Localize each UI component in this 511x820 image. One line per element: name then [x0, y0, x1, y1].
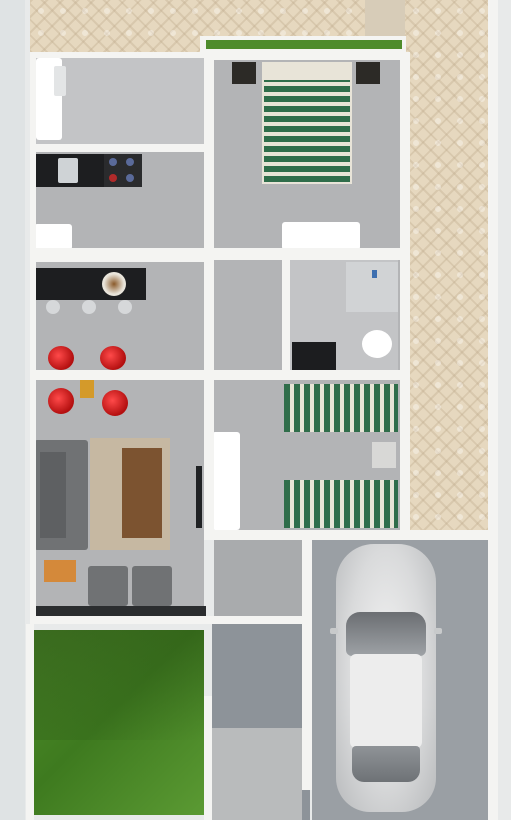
walkway-lit	[212, 728, 302, 820]
terrace-floor	[214, 540, 302, 616]
wall-left	[30, 52, 36, 622]
car-rear-window	[352, 746, 420, 782]
hall-floor	[212, 260, 282, 372]
nightstand-left	[232, 62, 256, 84]
wall-dining-bottom	[30, 370, 206, 380]
toilet-icon	[362, 330, 392, 358]
shower-drain	[372, 270, 377, 278]
wall-master-bottom	[204, 248, 410, 260]
terrace-step	[36, 606, 206, 618]
garden-shade	[34, 630, 204, 740]
planter-greenery	[206, 40, 402, 49]
single-bed-1	[284, 384, 398, 432]
bed-icon	[264, 80, 350, 182]
side-table	[44, 560, 76, 582]
nightstand-right	[356, 62, 380, 84]
kitchen-sink	[58, 158, 78, 183]
armchair-2	[132, 566, 172, 606]
garage-wall-left	[302, 624, 312, 790]
chair-icon-3	[48, 388, 74, 414]
coffee-table	[122, 448, 162, 538]
side-paving	[405, 0, 488, 530]
wall-living-bottom	[30, 616, 310, 624]
master-wardrobe	[282, 222, 360, 250]
car-mirror-right	[434, 628, 442, 634]
car-mirror-left	[330, 628, 338, 634]
dining-counter	[34, 268, 146, 300]
single-bed-2	[284, 480, 398, 528]
front-garden	[34, 630, 204, 815]
left-margin-strip	[0, 0, 25, 820]
tv-unit	[196, 466, 202, 528]
laundry-tub	[54, 66, 66, 96]
small-table	[80, 380, 94, 398]
stove-icon	[104, 154, 142, 187]
wall-bath-bottom	[204, 370, 410, 380]
wall-right	[400, 52, 410, 532]
chair-icon-2	[100, 346, 126, 370]
bar-stool-2	[82, 300, 96, 314]
wall-center-vertical	[204, 52, 214, 540]
boundary-wall-right	[488, 0, 498, 820]
fruit-bowl	[102, 272, 126, 296]
wall-top-left	[30, 52, 206, 58]
wall-terrace-right	[302, 540, 312, 624]
wall-kitchen-bottom	[30, 248, 206, 262]
bar-stool-3	[118, 300, 132, 314]
refrigerator	[34, 224, 72, 250]
garden-wall-right	[204, 696, 212, 820]
chair-icon	[48, 346, 74, 370]
car-windshield	[346, 612, 426, 656]
sofa-seat	[40, 452, 66, 538]
wall-bedroom2-bottom	[204, 530, 494, 540]
wall-hall-bath	[282, 260, 290, 372]
garden-wall-left	[26, 624, 34, 820]
chair-icon-4	[102, 390, 128, 416]
armchair-1	[88, 566, 128, 606]
wall-top-right	[204, 52, 410, 60]
car-roof	[350, 654, 422, 748]
wall-kitchen-top	[30, 144, 206, 152]
bar-stool-1	[46, 300, 60, 314]
vanity	[292, 342, 336, 372]
bedside-table	[372, 442, 396, 468]
second-wardrobe	[212, 432, 240, 530]
